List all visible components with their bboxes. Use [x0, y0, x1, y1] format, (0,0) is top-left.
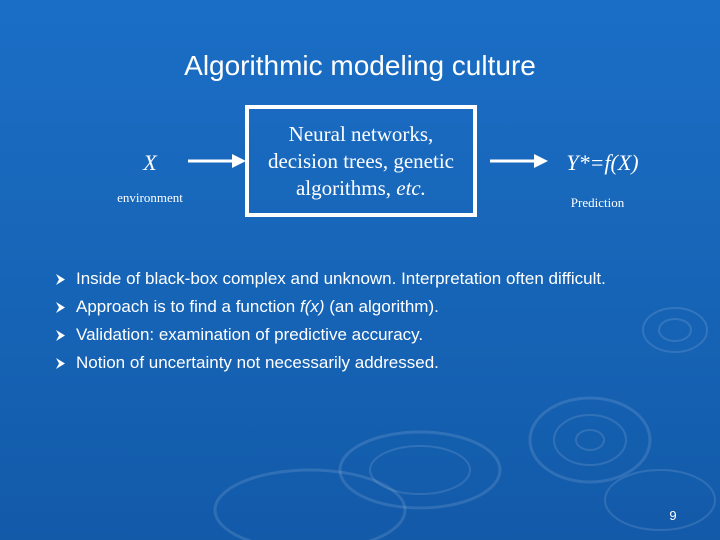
bullet-list: Inside of black-box complex and unknown.… [55, 268, 655, 380]
page-number: 9 [669, 508, 677, 523]
bullet-item: Approach is to find a function f(x) (an … [55, 296, 655, 318]
box-line-2: decision trees, genetic [267, 148, 454, 173]
output-label-prediction: Prediction [570, 195, 625, 210]
bullet-text-prefix: Approach is to find a function [76, 297, 300, 316]
arrowhead-bullet-icon [56, 358, 65, 369]
input-variable-x: X [143, 150, 157, 175]
box-line-3-prefix: algorithms, [295, 175, 397, 200]
black-box-algorithm: Neural networks, decision trees, genetic… [245, 105, 477, 217]
right-arrow-icon [490, 154, 548, 168]
arrowhead-bullet-icon [56, 302, 65, 313]
bullet-text: Inside of black-box complex and unknown.… [76, 269, 606, 288]
arrowhead-bullet-icon [56, 274, 65, 285]
bullet-item: Notion of uncertainty not necessarily ad… [55, 352, 655, 374]
right-arrow-icon [188, 154, 246, 168]
slide-title: Algorithmic modeling culture [184, 50, 536, 81]
bullet-text: Validation: examination of predictive ac… [76, 325, 424, 344]
bullet-text-function: f(x) [299, 297, 325, 316]
bullet-text: Notion of uncertainty not necessarily ad… [76, 353, 439, 372]
arrowhead-bullet-icon [56, 330, 65, 341]
output-prediction-formula: Y*=f(X) [566, 150, 639, 175]
input-label-environment: environment [117, 190, 183, 205]
bullet-text-suffix: (an algorithm). [324, 297, 439, 316]
bullet-item: Validation: examination of predictive ac… [55, 324, 655, 346]
box-line-3-etc: etc. [396, 175, 427, 200]
box-line-1: Neural networks, [288, 121, 434, 146]
bullet-item: Inside of black-box complex and unknown.… [55, 268, 655, 290]
